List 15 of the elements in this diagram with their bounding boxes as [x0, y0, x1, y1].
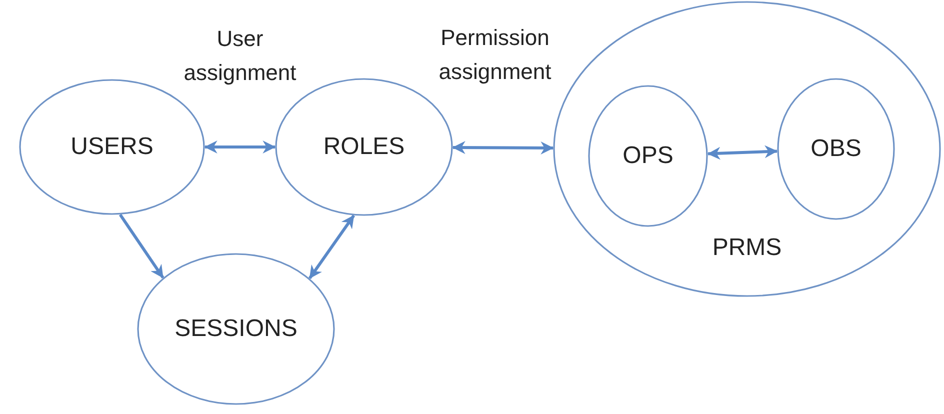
node-label: USERS: [70, 133, 154, 161]
double-arrow: [308, 214, 356, 280]
ellipse-node: [777, 78, 895, 220]
ellipse-node: [137, 253, 335, 405]
group-label: PRMS: [712, 234, 782, 262]
double-arrow: [204, 140, 276, 154]
node-label: SESSIONS: [174, 315, 298, 343]
ellipse-node: [588, 85, 708, 227]
node-label: OBS: [810, 135, 862, 163]
container-ellipse: [553, 1, 941, 297]
node-label: ROLES: [323, 133, 405, 161]
double-arrow: [452, 141, 554, 154]
node-label: OPS: [622, 142, 674, 170]
arrow: [118, 214, 164, 279]
double-arrow: [707, 145, 778, 160]
